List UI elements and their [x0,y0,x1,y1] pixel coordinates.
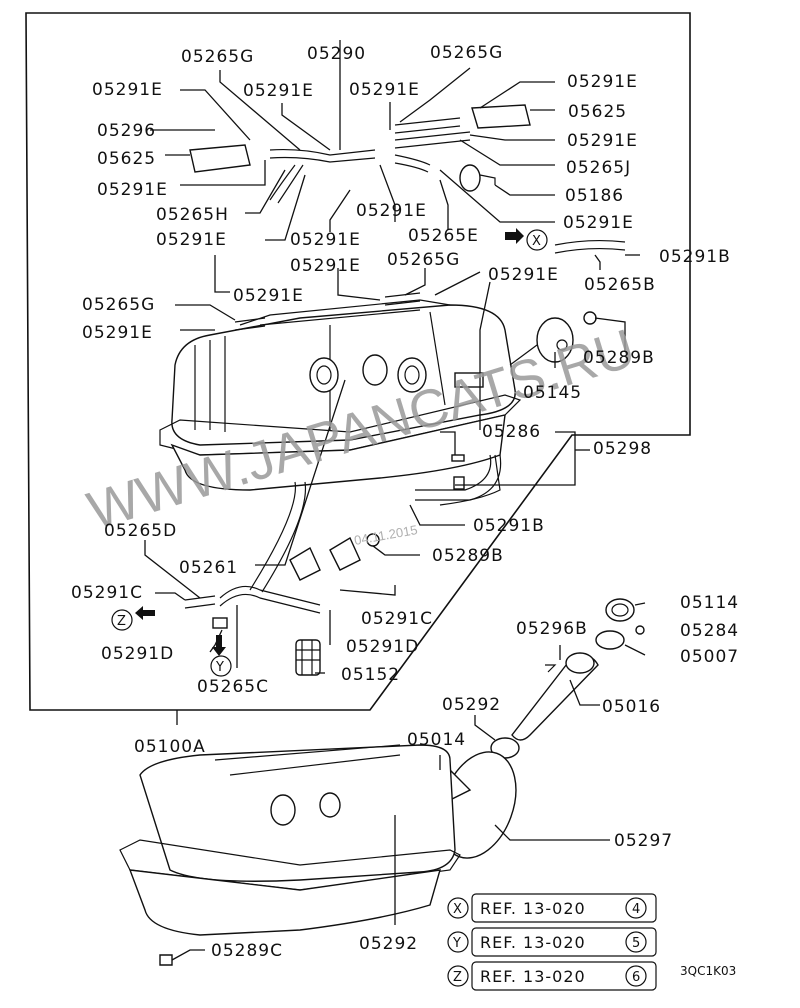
svg-text:X: X [532,234,541,249]
lower-fuel-tank [119,744,461,966]
part-label: 05289B [583,348,655,368]
svg-text:Z: Z [117,614,126,629]
part-label: 05296 [97,121,156,141]
part-label: 05291E [243,81,314,101]
part-label: 05297 [614,831,673,851]
part-label: 05265G [82,295,155,315]
part-label: 05286 [482,422,541,442]
part-label: 05265H [156,205,229,225]
svg-text:Z: Z [453,970,462,985]
connector-z: Z [111,606,155,631]
part-label: 05289C [211,941,283,961]
valve-05186 [459,164,496,192]
pump-bracket [184,533,380,676]
part-label: 05265G [430,43,503,63]
part-label: 05265J [566,158,631,178]
part-label: 05625 [97,149,156,169]
part-label: 05100A [134,737,206,757]
part-label: 05261 [179,558,238,578]
svg-text:Y: Y [215,660,224,675]
svg-text:REF. 13-020: REF. 13-020 [480,899,586,918]
part-label: 05291E [156,230,227,250]
connector-x: X [505,228,548,251]
drawing-code: 3QC1K03 [680,964,736,978]
reference-table: X REF. 13-020 4 Y REF. 13-020 5 Z REF. 1… [447,893,657,991]
part-label: 05291D [346,637,419,657]
hoses-upper [234,117,626,593]
svg-text:REF. 13-020: REF. 13-020 [480,967,586,986]
part-label: 05291B [473,516,545,536]
connector-y: Y [210,635,232,677]
part-label: 05291E [563,213,634,233]
part-label: 05291E [567,131,638,151]
canister-left [189,144,251,173]
fuel-gauge-unit [509,311,597,366]
part-label: 05289B [432,546,504,566]
part-label: 05265E [408,226,479,246]
part-labels: 05265G 05290 05265G 05291E 05291E 05291E… [71,43,739,961]
part-label: 05291E [290,230,361,250]
part-label: 05291E [488,265,559,285]
part-label: 05290 [307,44,366,64]
part-label: 05265B [584,275,656,295]
part-label: 05291C [71,583,143,603]
part-label: 05291E [92,80,163,100]
part-label: 05292 [359,934,418,954]
reference-row-x: X REF. 13-020 4 [447,893,657,923]
reference-row-y: Y REF. 13-020 5 [447,927,657,957]
reference-row-z: Z REF. 13-020 6 [447,961,657,991]
drain-parts [439,454,501,506]
svg-text:Y: Y [452,936,461,951]
svg-text:6: 6 [632,970,640,985]
part-label: 05291E [290,256,361,276]
part-label: 05014 [407,730,466,750]
part-label: 05625 [568,102,627,122]
part-label: 05291E [356,201,427,221]
svg-text:5: 5 [632,936,640,951]
part-label: 05265C [197,677,269,697]
part-label: 05284 [680,621,739,641]
part-label: 05291D [101,644,174,664]
part-label: 05265G [181,47,254,67]
watermark-date: 04.11.2015 [353,522,419,548]
part-label: 05291E [97,180,168,200]
part-label: 05291E [233,286,304,306]
assembly-frame [25,12,691,711]
upper-fuel-tank [159,299,522,491]
part-label: 05007 [680,647,739,667]
part-label: 05292 [442,695,501,715]
part-label: 05291C [361,609,433,629]
part-label: 05152 [341,665,400,685]
part-label: 05114 [680,593,739,613]
part-label: 05298 [593,439,652,459]
svg-text:4: 4 [632,902,640,917]
part-label: 05291B [659,247,731,267]
canister-right [471,104,531,129]
part-label: 05291E [82,323,153,343]
part-label: 05291E [349,80,420,100]
part-label: 05265G [387,250,460,270]
svg-text:REF. 13-020: REF. 13-020 [480,933,586,952]
part-label: 05291E [567,72,638,92]
part-label: 05016 [602,697,661,717]
part-label: 05186 [565,186,624,206]
svg-text:X: X [453,902,462,917]
part-label: 05265D [104,521,177,541]
part-label: 05296B [516,619,588,639]
part-label: 05145 [523,383,582,403]
leader-lines [144,40,646,961]
